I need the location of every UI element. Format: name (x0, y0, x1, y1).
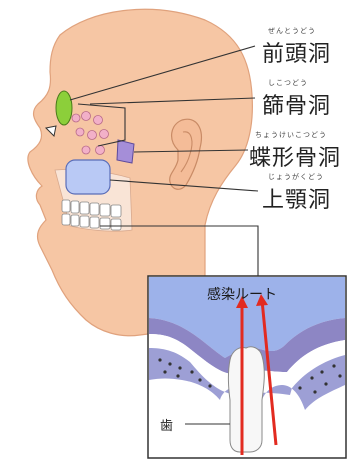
infection-route-label: 感染ルート (207, 284, 277, 304)
maxillary-sinus (66, 160, 110, 194)
maxillary-sinus-label: 上顎洞 (262, 182, 331, 214)
sphenoid-sinus (117, 140, 134, 163)
frontal-sinus-furigana: ぜんとうどう (268, 26, 316, 36)
sphenoid-sinus-label: 蝶形骨洞 (249, 140, 341, 172)
ethmoid-sinus-furigana: しこつどう (268, 78, 308, 88)
maxillary-sinus-furigana: じょうがくどう (268, 172, 324, 182)
frontal-sinus (56, 91, 72, 125)
tooth (229, 347, 265, 452)
frontal-sinus-label: 前頭洞 (262, 36, 331, 68)
tooth-label: 歯 (160, 415, 173, 434)
sphenoid-sinus-furigana: ちょうけいこつどう (255, 130, 327, 140)
ethmoid-sinus-label: 篩骨洞 (262, 88, 331, 120)
